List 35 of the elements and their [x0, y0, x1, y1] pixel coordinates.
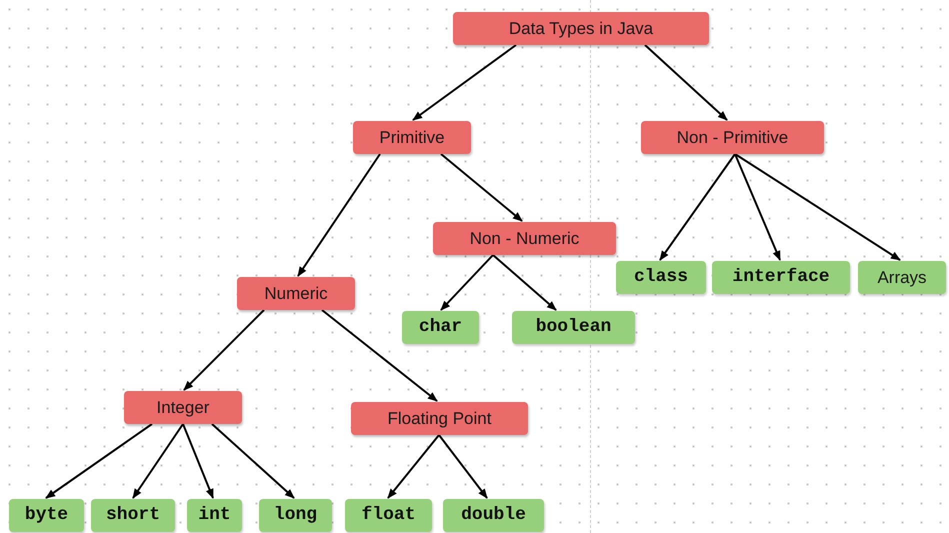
type-box: double [443, 499, 544, 532]
category-box: Non - Primitive [641, 121, 824, 154]
type-box: int [187, 499, 242, 532]
arrow [440, 153, 523, 222]
category-box: Data Types in Java [453, 12, 709, 45]
arrow [297, 153, 381, 277]
type-box: class [616, 261, 706, 294]
arrow [644, 44, 728, 121]
type-box: Arrays [858, 261, 946, 294]
arrow [440, 254, 494, 311]
arrow [182, 424, 214, 499]
arrow [659, 153, 736, 261]
arrow [438, 434, 488, 499]
arrow [45, 423, 153, 499]
type-box: interface [712, 261, 850, 294]
category-box: Integer [124, 391, 242, 424]
arrow [132, 423, 184, 499]
arrow [734, 154, 781, 261]
arrow [492, 254, 557, 311]
type-box: byte [9, 499, 84, 532]
arrow [183, 309, 265, 391]
type-box: boolean [512, 311, 635, 344]
type-box: float [345, 499, 432, 532]
arrow [734, 153, 901, 261]
arrow [211, 423, 295, 499]
arrow [387, 434, 440, 499]
category-box: Numeric [237, 277, 355, 310]
type-box: long [259, 499, 332, 532]
category-box: Floating Point [351, 402, 528, 435]
arrow [412, 44, 517, 121]
category-box: Non - Numeric [433, 222, 616, 255]
type-box: char [402, 311, 479, 344]
category-box: Primitive [353, 121, 471, 154]
arrow [321, 309, 438, 402]
type-box: short [91, 499, 175, 532]
